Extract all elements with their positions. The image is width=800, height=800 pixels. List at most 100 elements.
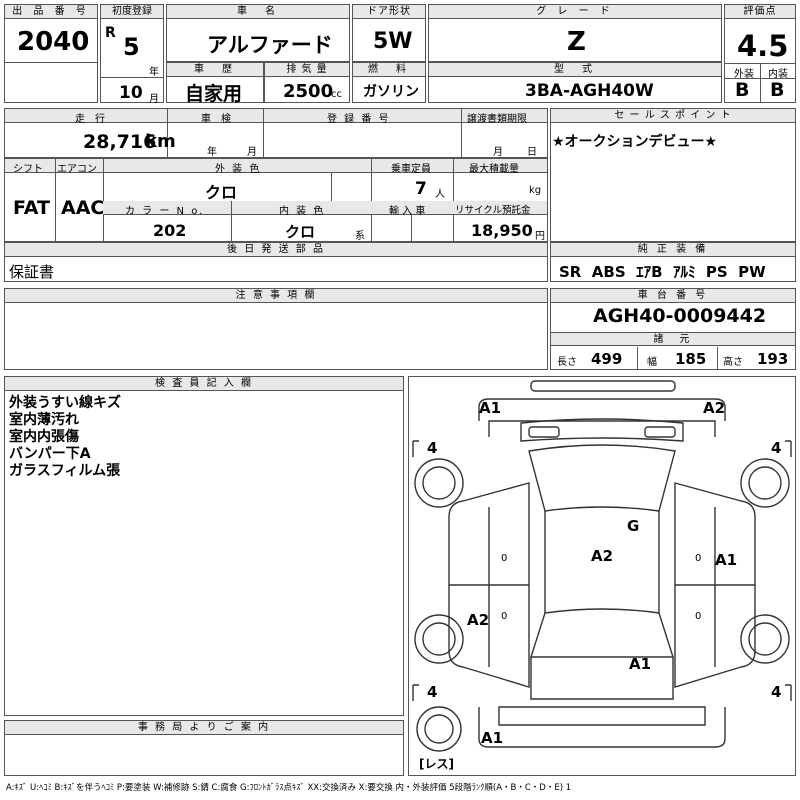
vehicle-detail-box: シフト エアコン 外 装 色 乗車定員 最大積載量 FAT AAC クロ 7 人… (4, 158, 548, 242)
ac-label: エアコン (57, 164, 97, 175)
exterior-value: B (735, 79, 750, 101)
model-label: 型 式 (429, 63, 721, 77)
specs-label: 諸 元 (551, 332, 795, 346)
height-value: 193 (757, 350, 789, 368)
recycle-unit: 円 (535, 231, 545, 242)
history-box: 車 歴 自家用 (166, 62, 264, 105)
grade-label: グ レ ー ド (429, 5, 721, 19)
car-name-box: 車 名 アルファード (166, 4, 350, 62)
color-label: 外 装 色 (215, 164, 262, 175)
equipment-box: 純 正 装 備 SR ABS ｴｱB ｱﾙﾐ PS PW (550, 242, 796, 282)
lot-box: 出 品 番 号 2040 (4, 4, 98, 103)
damage-a2-front-right: A2 (703, 399, 726, 417)
inspection-label: 車 検 (201, 114, 231, 125)
history-label: 車 歴 (167, 63, 263, 77)
interior-label: 内装 (768, 69, 788, 80)
width-value: 185 (675, 350, 707, 368)
sales-label: セ ー ル ス ポ イ ン ト (551, 109, 795, 123)
damage-a1-front-left: A1 (479, 399, 502, 417)
car-name-label: 車 名 (167, 5, 349, 19)
color-value: クロ (205, 183, 238, 202)
recycle-value: 18,950 (471, 221, 533, 240)
capacity-unit: 人 (435, 189, 445, 200)
mark-zero: 0 (501, 611, 508, 622)
damage-a1-rear: A1 (629, 655, 652, 673)
car-name: アルファード (207, 33, 333, 57)
recycle-label: リサイクル預託金 (455, 205, 531, 216)
load-unit: kg (529, 185, 542, 196)
height-label: 高さ (723, 357, 743, 368)
parts-value: 保証書 (9, 263, 55, 281)
import-label: 輸 入 車 (389, 206, 426, 217)
score-value: 4.5 (737, 29, 789, 63)
spare-tire-label: [レス] (419, 757, 454, 771)
color-no-value: 202 (153, 221, 187, 240)
int-color-value: クロ (285, 223, 316, 241)
shift-label: シフト (13, 164, 43, 175)
equipment-value: SR ABS ｴｱB ｱﾙﾐ PS PW (559, 263, 766, 281)
displacement-unit: cc (331, 89, 342, 100)
inspection-month-unit: 月 (247, 147, 257, 158)
tire-fl: 4 (427, 439, 438, 457)
mark-zero: 0 (695, 553, 702, 564)
length-label: 長さ (557, 357, 577, 368)
inspector-line: バンパー下A (9, 446, 91, 462)
damage-a1-right-side: A1 (715, 551, 738, 569)
door-box: ドア形状 5W (352, 4, 426, 62)
office-box: 事 務 局 よ り ご 案 内 (4, 720, 404, 776)
displacement-label: 排 気 量 (265, 63, 349, 77)
chassis-label: 車 台 番 号 (551, 289, 795, 303)
month-unit: 月 (149, 94, 159, 105)
registration-label: 登 録 番 号 (327, 114, 391, 125)
transfer-day-unit: 日 (527, 147, 537, 158)
mileage-unit: km (145, 131, 176, 152)
ac-value: AAC (61, 197, 105, 219)
width-label: 幅 (647, 357, 657, 368)
inspector-line: 外装うすい線キズ (9, 395, 121, 411)
tire-rr: 4 (771, 683, 782, 701)
year-unit: 年 (149, 67, 159, 78)
length-value: 499 (591, 350, 623, 368)
notes-box: 注 意 事 項 欄 (4, 288, 548, 370)
lot-value: 2040 (17, 27, 90, 57)
door-value: 5W (373, 29, 413, 54)
chassis-value: AGH40-0009442 (593, 305, 767, 327)
transfer-label: 譲渡書類期限 (467, 114, 527, 125)
notes-label: 注 意 事 項 欄 (5, 289, 547, 303)
grade-box: グ レ ー ド Z (428, 4, 722, 62)
fuel-value: ガソリン (363, 84, 419, 100)
fuel-box: 燃 料 ガソリン (352, 62, 426, 103)
model-value: 3BA-AGH40W (525, 81, 654, 101)
inspector-line: ガラスフィルム張 (9, 463, 121, 479)
lot-label: 出 品 番 号 (5, 5, 97, 19)
door-label: ドア形状 (353, 5, 425, 19)
capacity-label: 乗車定員 (391, 164, 431, 175)
mileage-box: 走 行 車 検 登 録 番 号 譲渡書類期限 28,716 km 年 月 月 日 (4, 108, 548, 158)
fuel-label: 燃 料 (353, 63, 425, 77)
sales-value: ★オークションデビュー★ (552, 134, 718, 150)
mark-zero: 0 (695, 611, 702, 622)
score-box: 評価点 4.5 外装 内装 B B (724, 4, 796, 103)
color-no-label: カ ラ ー N o. (125, 206, 205, 217)
tire-fr: 4 (771, 439, 782, 457)
exterior-label: 外装 (734, 69, 754, 80)
int-color-label: 内 装 色 (279, 206, 326, 217)
inspector-line: 室内内張傷 (9, 429, 79, 445)
reg-year: 5 (123, 33, 140, 61)
capacity-value: 7 (415, 179, 427, 199)
inspector-lines: 外装うすい線キズ 室内薄汚れ 室内内張傷 バンパー下A ガラスフィルム張 (9, 395, 121, 480)
inspection-year-unit: 年 (207, 147, 217, 158)
mark-zero: 0 (501, 553, 508, 564)
damage-a2-roof: A2 (591, 547, 614, 565)
displacement-value: 2500 (283, 81, 334, 102)
int-color-unit: 系 (355, 231, 365, 242)
model-box: 型 式 3BA-AGH40W (428, 62, 722, 103)
damage-a2-left-rear: A2 (467, 611, 490, 629)
inspector-box: 検 査 員 記 入 欄 外装うすい線キズ 室内薄汚れ 室内内張傷 バンパー下A … (4, 376, 404, 716)
era: R (105, 25, 116, 41)
parts-box: 後 日 発 送 部 品 保証書 (4, 242, 548, 282)
first-reg-label: 初度登録 (101, 5, 163, 19)
interior-value: B (770, 79, 785, 101)
first-registration-box: 初度登録 R 5 年 10 月 (100, 4, 164, 105)
mileage-value: 28,716 (83, 131, 157, 153)
